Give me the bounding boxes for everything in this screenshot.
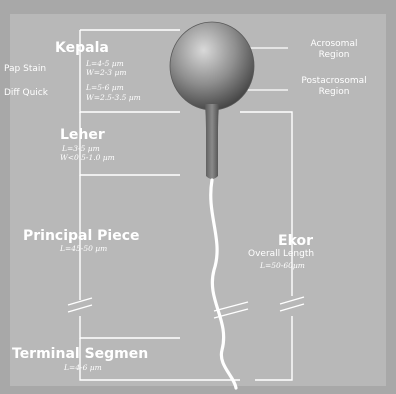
acrosomal-region-label: Acrosomal Region — [288, 40, 380, 60]
acrosomal-line1: Acrosomal — [288, 40, 380, 49]
ekor-overall-length-label: Overall Length — [248, 250, 314, 259]
postacrosomal-region-label: Postacrosomal Region — [284, 77, 384, 97]
sperm-midpiece — [205, 104, 219, 179]
postacrosomal-line1: Postacrosomal — [284, 77, 384, 86]
pap-stain-width: W=2-3 µm — [86, 69, 126, 77]
principal-piece-length: L=45-50 µm — [60, 245, 107, 253]
diff-quick-length: L=5-6 µm — [86, 84, 124, 92]
right-break-mark — [280, 297, 304, 311]
terminal-segmen-title: Terminal Segmen — [12, 347, 148, 361]
principal-bracket-end — [80, 316, 180, 338]
pap-stain-label: Pap Stain — [4, 65, 46, 74]
sperm-head — [170, 22, 254, 110]
postacrosomal-line2: Region — [284, 88, 384, 97]
leher-title: Leher — [60, 128, 105, 142]
sperm-tail — [211, 180, 236, 388]
leher-length: L=3-5 µm — [62, 145, 100, 153]
terminal-segmen-length: L=4-6 µm — [64, 364, 102, 372]
ekor-length: L=50-60µm — [260, 262, 305, 270]
principal-piece-title: Principal Piece — [23, 229, 140, 243]
kepala-title: Kepala — [55, 41, 109, 55]
pap-stain-length: L=4-5 µm — [86, 60, 124, 68]
left-break-mark — [68, 298, 92, 312]
diff-quick-label: Diff Quick — [4, 89, 48, 98]
ekor-title: Ekor — [278, 234, 313, 248]
diff-quick-width: W=2.5-3.5 µm — [86, 94, 141, 102]
acrosomal-line2: Region — [288, 51, 380, 60]
leher-width: W<0.5-1.0 µm — [60, 154, 115, 162]
